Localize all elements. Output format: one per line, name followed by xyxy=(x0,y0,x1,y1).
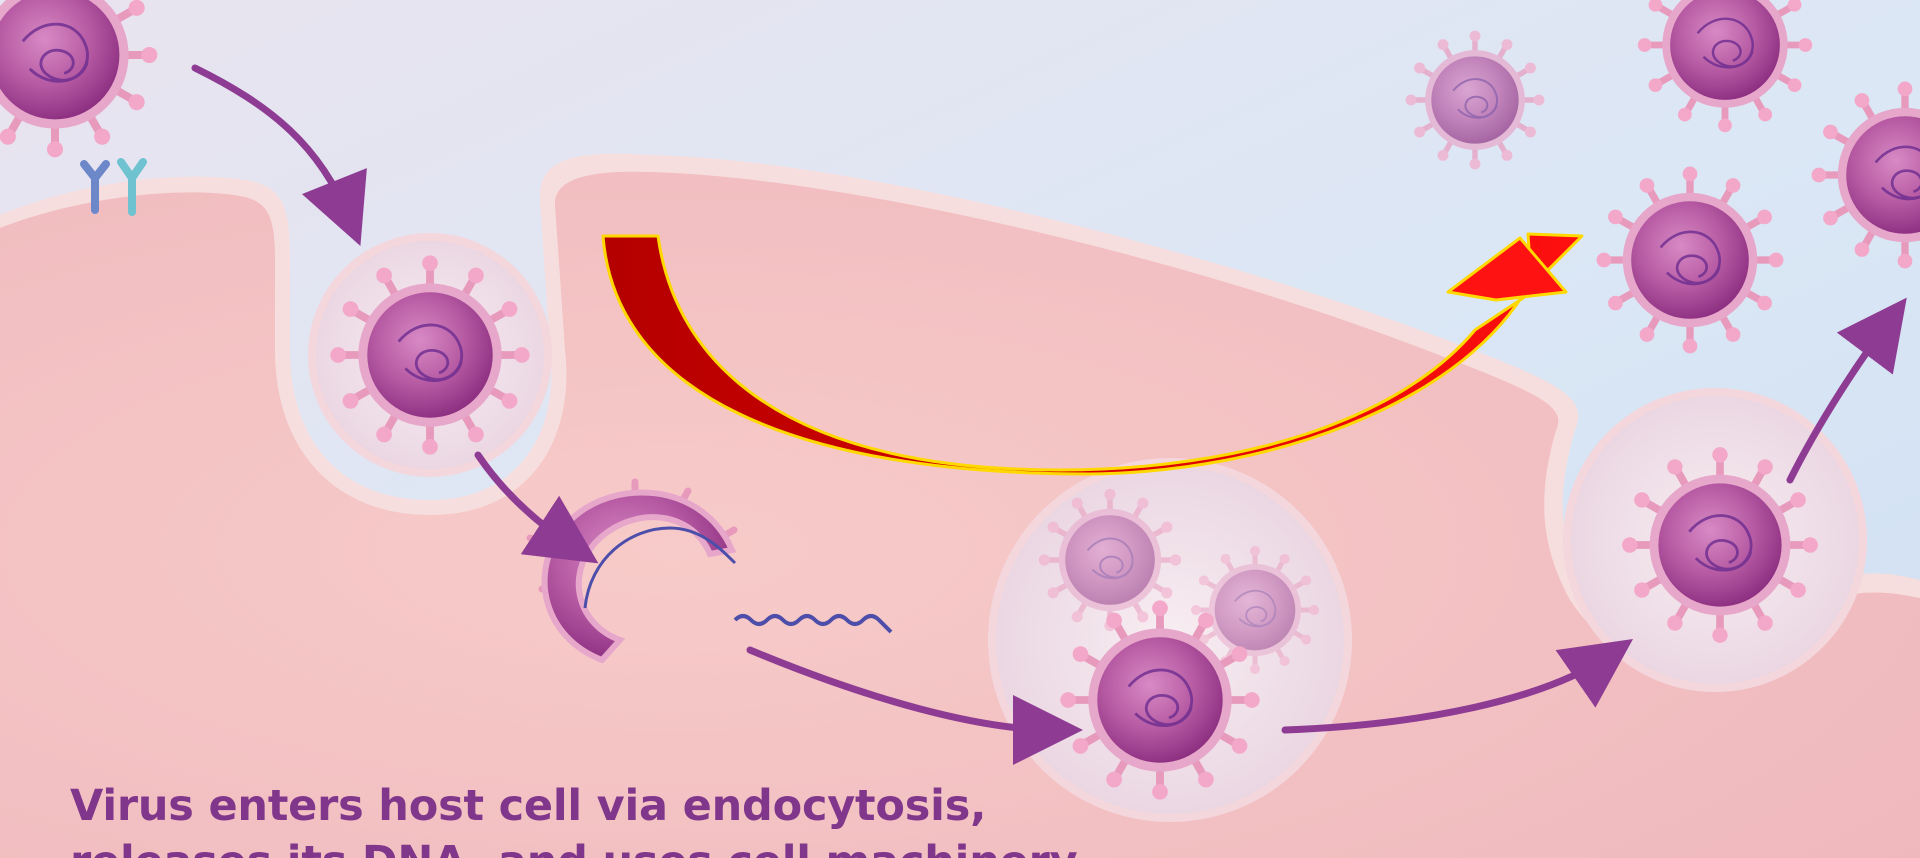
diagram-stage: Virus enters host cell via endocytosis, … xyxy=(0,0,1920,858)
virus-lifecycle-diagram xyxy=(0,0,1920,858)
